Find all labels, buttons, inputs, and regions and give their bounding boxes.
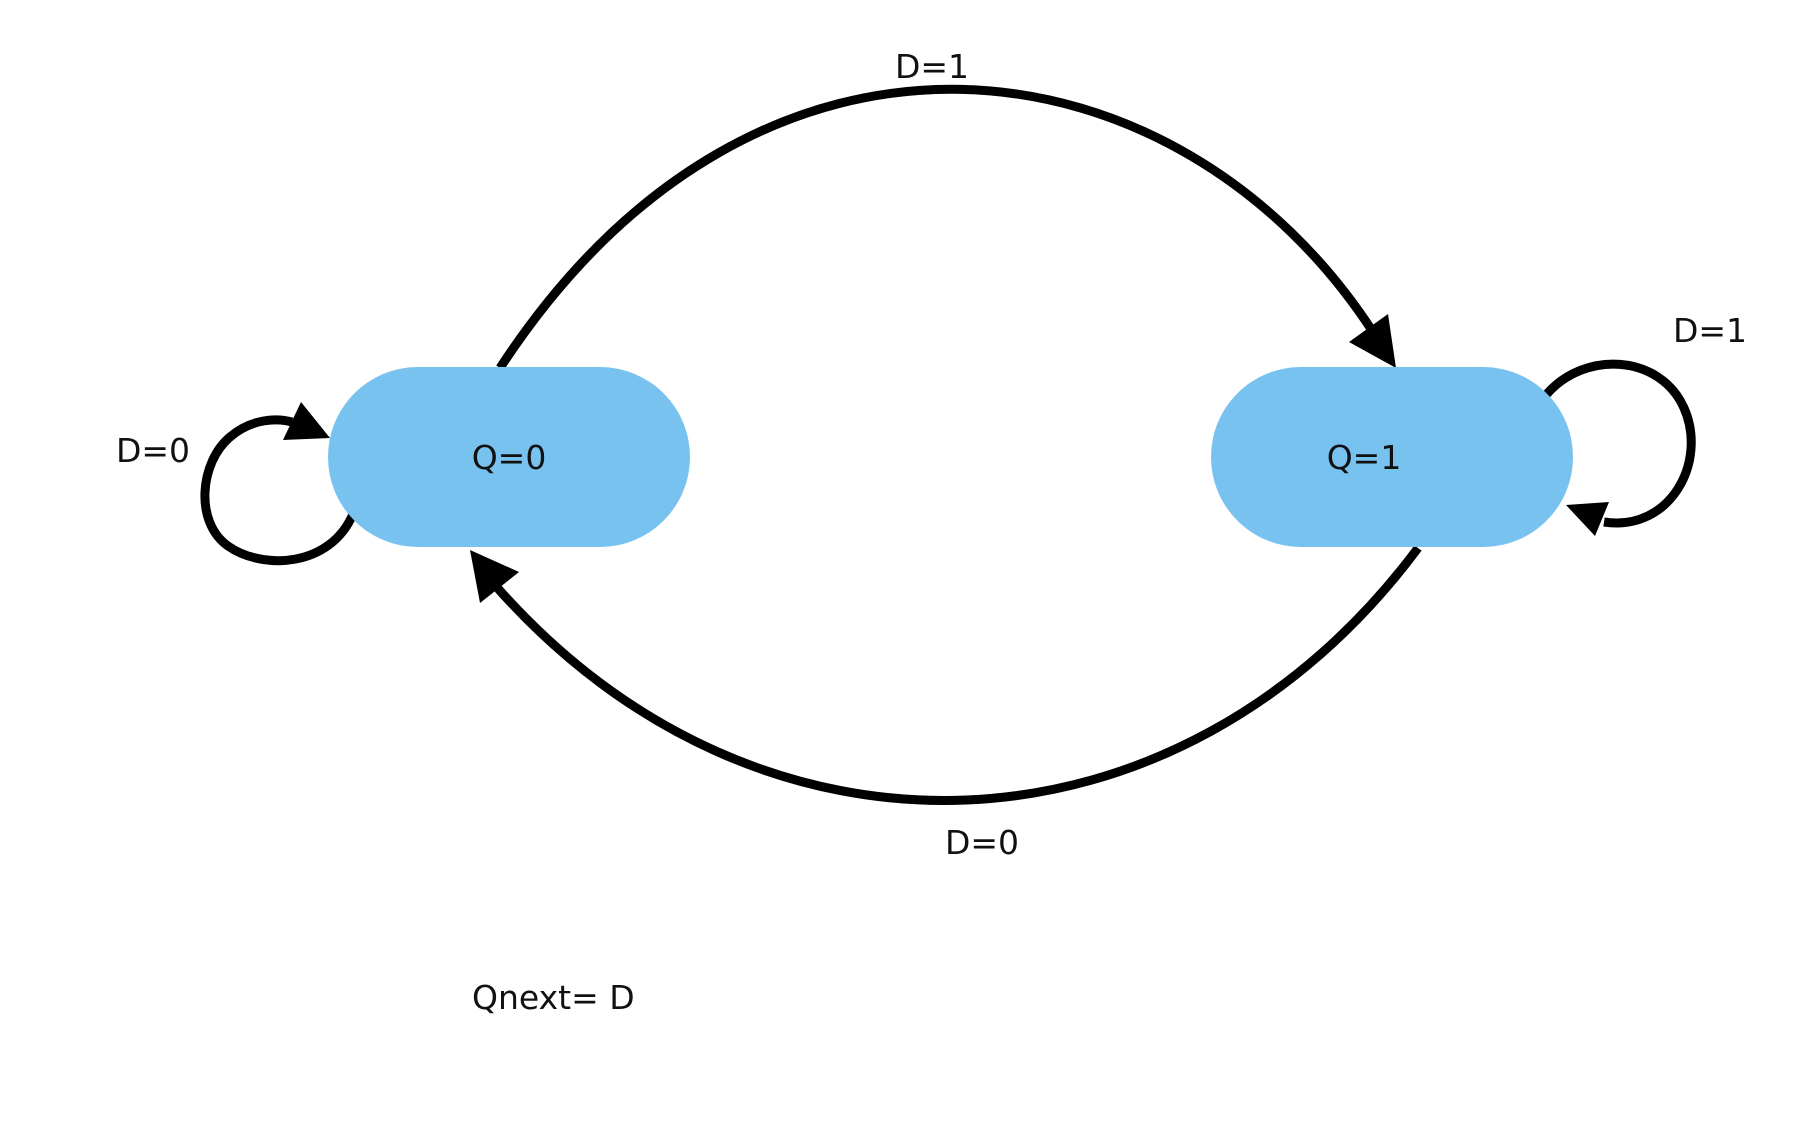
edge-q0-to-q1-arrowhead [1349, 314, 1396, 368]
edge-q1-to-q0-line [490, 545, 1422, 805]
edge-label-self-loop-q0: D=0 [116, 431, 190, 470]
state-q0-label: Q=0 [472, 438, 547, 477]
edge-q0-to-q1 [496, 84, 1396, 371]
edge-q1-to-q0 [470, 545, 1422, 805]
state-q1-label: Q=1 [1327, 438, 1402, 477]
edge-label-q1-to-q0: D=0 [945, 823, 1019, 862]
edge-label-self-loop-q1: D=1 [1673, 311, 1747, 350]
edge-label-q0-to-q1: D=1 [895, 47, 969, 86]
edge-q0-to-q1-line [496, 84, 1377, 371]
self-loop-q0-arrowhead [283, 402, 330, 440]
state-q0-shape [328, 367, 690, 547]
state-q0: Q=0 [328, 367, 690, 547]
equation-text: Qnext= D [472, 978, 635, 1017]
self-loop-q0 [200, 402, 358, 566]
self-loop-q1 [1542, 359, 1696, 536]
self-loop-q1-arrowhead [1566, 502, 1609, 536]
state-q1-shape [1211, 367, 1573, 547]
self-loop-q1-line [1542, 359, 1696, 528]
self-loop-q0-line [200, 415, 358, 566]
state-q1: Q=1 [1211, 367, 1573, 547]
edge-q1-to-q0-arrowhead [470, 550, 519, 603]
